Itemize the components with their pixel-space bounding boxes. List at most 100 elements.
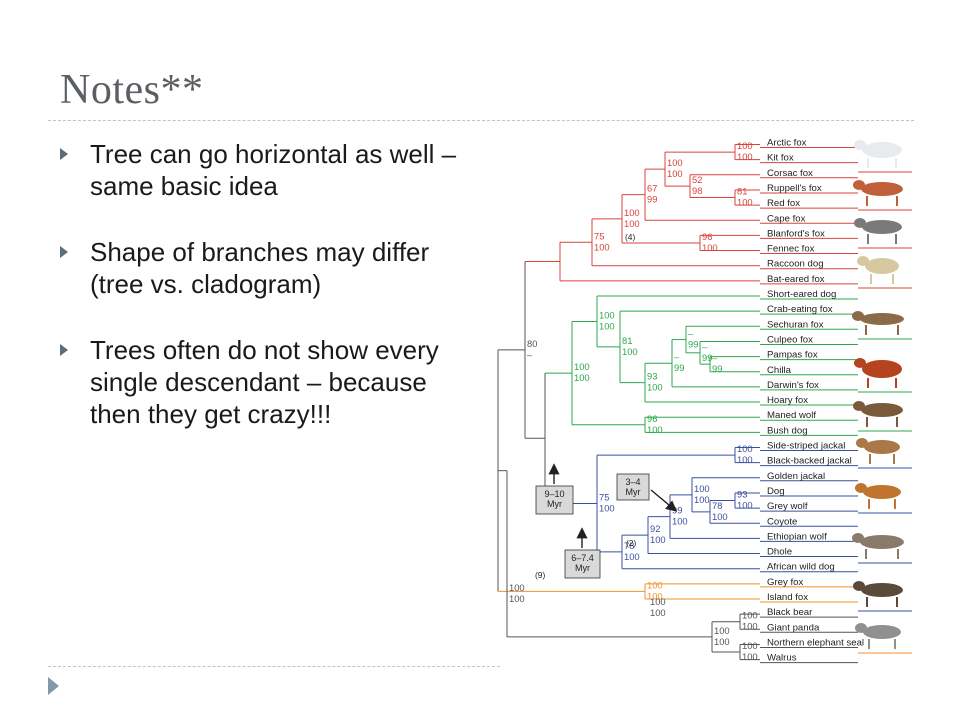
bush-dog-illustration — [861, 403, 903, 417]
grey-fox-illustration — [855, 623, 867, 633]
support-value: 92 — [650, 523, 660, 534]
short-eared-dog-illustration — [860, 313, 904, 325]
support-value: 75 — [594, 230, 604, 241]
title-divider — [48, 120, 914, 121]
time-box — [616, 473, 650, 501]
leaf-label: Red fox — [767, 198, 800, 209]
time-box — [535, 485, 574, 515]
footer-arrow-icon — [48, 677, 59, 695]
leaf-label: Grey wolf — [767, 501, 808, 512]
support-value: – — [674, 351, 680, 362]
support-value: 100 — [737, 140, 753, 151]
leaf-label: Raccoon dog — [767, 259, 824, 270]
support-value: 100 — [650, 607, 666, 618]
support-value: 100 — [624, 207, 640, 218]
time-box-label: Myr — [575, 563, 590, 573]
leaf-label: Chilla — [767, 365, 792, 376]
support-value: 52 — [692, 174, 702, 185]
node-note: (4) — [625, 232, 635, 242]
short-eared-dog-illustration — [852, 311, 864, 321]
time-box-label: 6–7.4 — [571, 553, 594, 563]
raccoon-dog-illustration — [854, 218, 866, 228]
grey-wolf-illustration — [860, 535, 904, 549]
support-value: 93 — [737, 489, 747, 500]
support-value: 96 — [702, 231, 712, 242]
bullet-arrow-icon — [60, 344, 68, 356]
leaf-label: Side-striped jackal — [767, 441, 845, 452]
leaf-label: Fennec fox — [767, 244, 815, 255]
arctic-fox-illustration — [854, 140, 866, 150]
support-value: 75 — [599, 491, 609, 502]
bullet-arrow-icon — [60, 246, 68, 258]
red-fox-illustration — [853, 180, 865, 190]
red-fox-illustration — [861, 182, 903, 196]
support-value: 98 — [692, 185, 702, 196]
leaf-label: Ruppell's fox — [767, 183, 822, 194]
support-value: 100 — [737, 500, 753, 511]
time-box-label: Myr — [626, 487, 641, 497]
support-value: 100 — [599, 309, 615, 320]
bullet-text: Trees often do not show every single des… — [90, 335, 439, 429]
dog-illustration — [855, 483, 867, 493]
bat-eared-fox-illustration — [857, 256, 869, 266]
node-note: (2) — [626, 538, 636, 548]
leaf-label: Walrus — [767, 653, 797, 664]
jackal-illustration — [864, 440, 900, 454]
slide-title: Notes** — [60, 67, 204, 113]
support-value: 100 — [712, 511, 728, 522]
time-box-label: 9–10 — [544, 489, 564, 499]
support-value: 100 — [509, 582, 525, 593]
dog-illustration — [863, 485, 901, 499]
support-value: – — [688, 328, 694, 339]
node-note: (9) — [535, 570, 545, 580]
leaf-label: Blanford's fox — [767, 228, 825, 239]
support-value: 99 — [702, 352, 712, 363]
support-value: 99 — [674, 362, 684, 373]
support-value: – — [702, 341, 708, 352]
jackal-illustration — [856, 438, 868, 448]
support-value: 100 — [574, 361, 590, 372]
support-value: 100 — [624, 218, 640, 229]
support-value: – — [712, 352, 718, 363]
time-pointer-arrow — [650, 489, 678, 512]
support-value: 99 — [712, 363, 722, 374]
leaf-label: Giant panda — [767, 622, 820, 633]
leaf-label: Corsac fox — [767, 168, 813, 179]
leaf-label: Grey fox — [767, 577, 803, 588]
support-value: 67 — [647, 183, 657, 194]
support-value: 100 — [737, 443, 753, 454]
bush-dog-illustration — [853, 401, 865, 411]
leaf-label: Dog — [767, 486, 785, 497]
bullet-list: Tree can go horizontal as well – same ba… — [60, 138, 460, 464]
time-box-label: 3–4 — [625, 477, 640, 487]
support-value: 93 — [647, 371, 657, 382]
leaf-label: Darwin's fox — [767, 380, 819, 391]
support-value: 99 — [672, 505, 682, 516]
support-value: 100 — [574, 372, 590, 383]
support-value: 99 — [647, 194, 657, 205]
bullet-text: Shape of branches may differ (tree vs. c… — [90, 237, 430, 299]
support-value: 100 — [667, 168, 683, 179]
support-value: 100 — [650, 596, 666, 607]
bat-eared-fox-illustration — [865, 258, 899, 274]
support-value: 100 — [737, 197, 753, 208]
leaf-label: Sechuran fox — [767, 319, 824, 330]
leaf-label: Black bear — [767, 607, 813, 618]
bullet-item: Trees often do not show every single des… — [60, 334, 460, 430]
support-value: 100 — [647, 382, 663, 393]
leaf-label: Coyote — [767, 516, 797, 527]
bullet-item: Shape of branches may differ (tree vs. c… — [60, 236, 460, 300]
support-value: 100 — [650, 534, 666, 545]
support-value: 100 — [737, 151, 753, 162]
time-box — [564, 549, 601, 579]
leaf-label: Short-eared dog — [767, 289, 836, 300]
support-value: 100 — [509, 593, 525, 604]
bullet-arrow-icon — [60, 148, 68, 160]
maned-wolf-illustration — [862, 360, 902, 378]
leaf-label: Pampas fox — [767, 350, 818, 361]
leaf-label: Cape fox — [767, 213, 806, 224]
support-value: 100 — [667, 157, 683, 168]
leaf-label: Northern elephant seal — [767, 637, 864, 648]
leaf-label: Culpeo fox — [767, 334, 813, 345]
